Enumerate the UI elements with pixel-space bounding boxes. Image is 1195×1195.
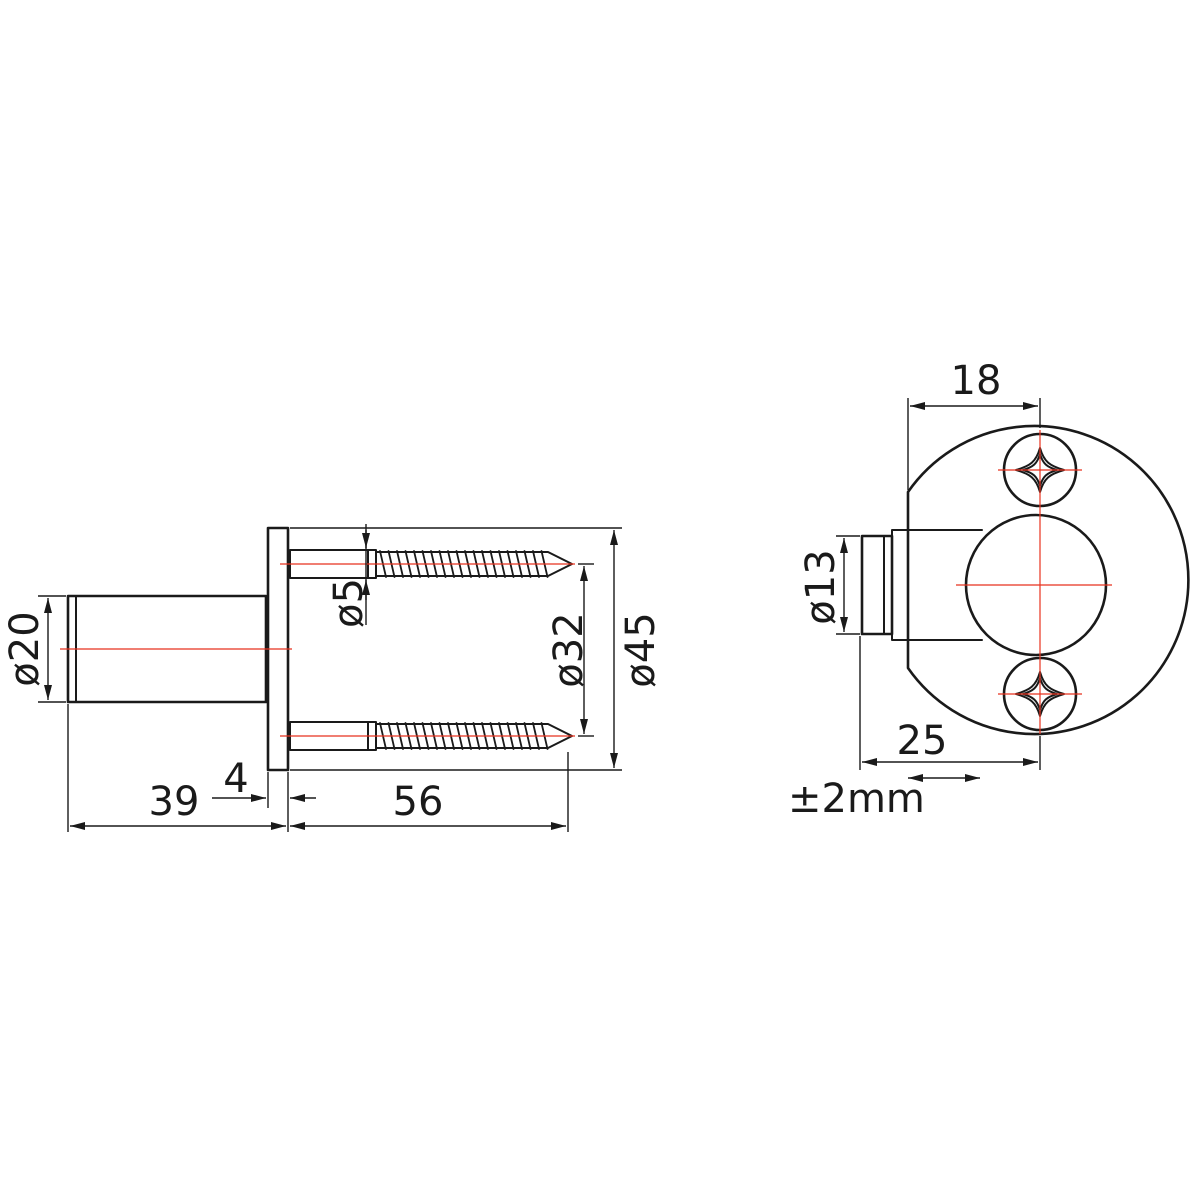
label-len-screw: 56 bbox=[393, 779, 444, 825]
dim-offset-bottom: 25 bbox=[859, 636, 1041, 770]
dim-stub-diameter: ø13 bbox=[798, 535, 860, 635]
label-dia-bolt-circle: ø32 bbox=[546, 612, 592, 687]
label-dia-pin: ø20 bbox=[2, 611, 48, 686]
front-view: 18 ø13 25 ±2mm bbox=[788, 358, 1190, 822]
dim-bolt-circle: ø32 bbox=[546, 563, 594, 737]
label-len-pin: 39 bbox=[149, 779, 200, 825]
label-dia-plate: ø45 bbox=[618, 612, 664, 687]
label-offset-top: 18 bbox=[951, 358, 1002, 404]
dim-plate-diameter: ø45 bbox=[290, 527, 664, 771]
dim-tolerance: ±2mm bbox=[788, 774, 980, 822]
dim-lengths: 39 4 56 bbox=[67, 704, 569, 832]
dim-offset-top: 18 bbox=[907, 358, 1041, 490]
dim-pin-diameter: ø20 bbox=[2, 595, 66, 703]
label-dia-screw: ø5 bbox=[326, 578, 372, 628]
stub bbox=[860, 534, 894, 636]
dim-screw-diameter: ø5 bbox=[326, 524, 372, 628]
label-tolerance: ±2mm bbox=[788, 776, 925, 822]
side-view: ø20 ø5 ø32 ø45 bbox=[2, 524, 664, 832]
label-dia-stub: ø13 bbox=[798, 549, 844, 624]
label-offset-bottom: 25 bbox=[897, 718, 948, 764]
label-len-plate: 4 bbox=[223, 756, 248, 802]
